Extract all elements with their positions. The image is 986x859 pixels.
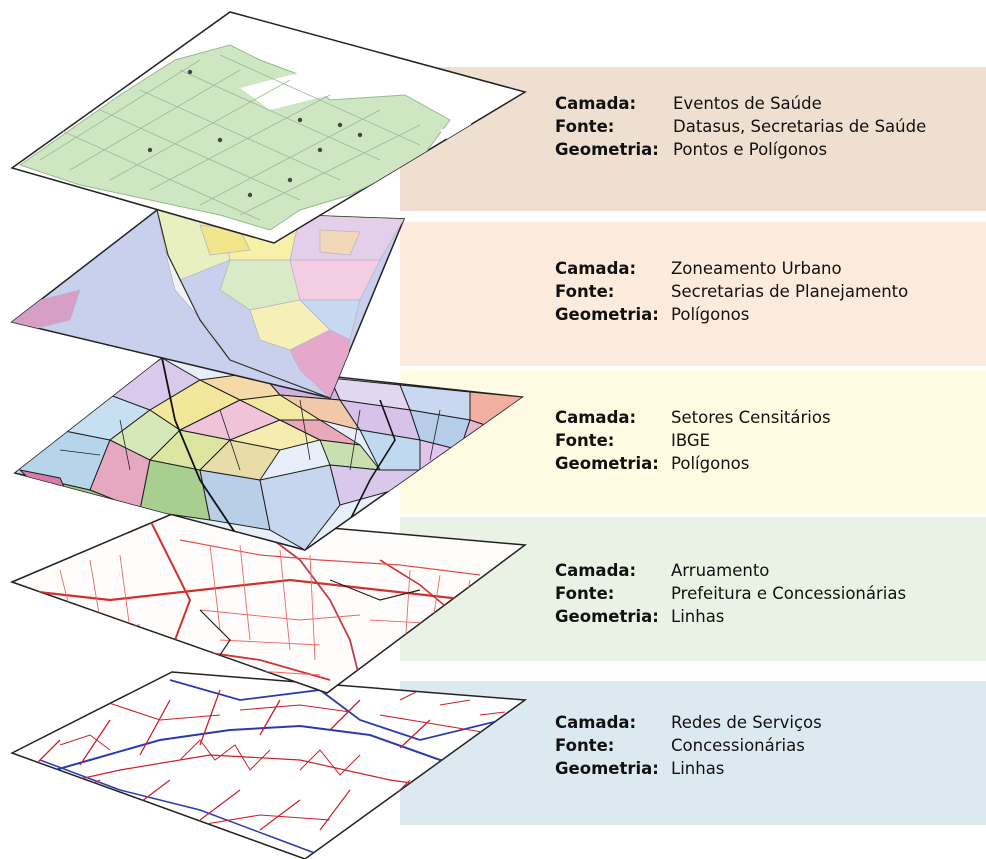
layer-band-streets — [400, 517, 986, 661]
layer-info-census-sectors: Camada: Setores Censitários Fonte: IBGE Ge… — [555, 406, 831, 475]
layer-label: Camada: — [555, 561, 637, 580]
map-layer-census-sectors — [13, 357, 525, 551]
layer-label: Camada: — [555, 408, 637, 427]
layer-label: Camada: — [555, 713, 637, 732]
layer-geometry: Linhas — [671, 607, 725, 626]
source-label: Fonte: — [555, 117, 615, 136]
layer-name: Zoneamento Urbano — [671, 259, 842, 278]
geometry-label: Geometria: — [555, 607, 659, 626]
layer-geometry: Polígonos — [671, 454, 750, 473]
layer-name: Arruamento — [671, 561, 770, 580]
layer-info-service-networks: Camada: Redes de Serviços Fonte: Concessio… — [555, 711, 822, 780]
layer-band-urban-zoning — [400, 222, 986, 366]
geometry-label: Geometria: — [555, 454, 659, 473]
geometry-label: Geometria: — [555, 759, 659, 778]
layer-label: Camada: — [555, 259, 637, 278]
layer-source: Prefeitura e Concessionárias — [671, 584, 907, 603]
layer-info-streets: Camada: Arruamento Fonte: Prefeitura e Con… — [555, 559, 906, 628]
layer-geometry: Linhas — [671, 759, 725, 778]
map-layer-health-events — [10, 11, 527, 244]
layer-info-urban-zoning: Camada: Zoneamento Urbano Fonte: Secretari… — [555, 257, 908, 326]
source-label: Fonte: — [555, 584, 615, 603]
geometry-label: Geometria: — [555, 305, 659, 324]
layer-name: Setores Censitários — [671, 408, 831, 427]
layer-label: Camada: — [555, 94, 637, 113]
map-layer-service-networks — [10, 671, 528, 859]
layer-name: Eventos de Saúde — [673, 94, 822, 113]
layer-source: Secretarias de Planejamento — [671, 282, 909, 301]
layer-name: Redes de Serviços — [671, 713, 822, 732]
layer-geometry: Polígonos — [671, 305, 750, 324]
layer-source: IBGE — [671, 431, 711, 450]
layer-geometry: Pontos e Polígonos — [673, 140, 828, 159]
source-label: Fonte: — [555, 736, 615, 755]
source-label: Fonte: — [555, 282, 615, 301]
layer-source: Datasus, Secretarias de Saúde — [673, 117, 927, 136]
layer-info-health-events: Camada: Eventos de Saúde Fonte: Datasus, S… — [555, 92, 926, 161]
source-label: Fonte: — [555, 431, 615, 450]
geometry-label: Geometria: — [555, 140, 659, 159]
layer-source: Concessionárias — [671, 736, 805, 755]
